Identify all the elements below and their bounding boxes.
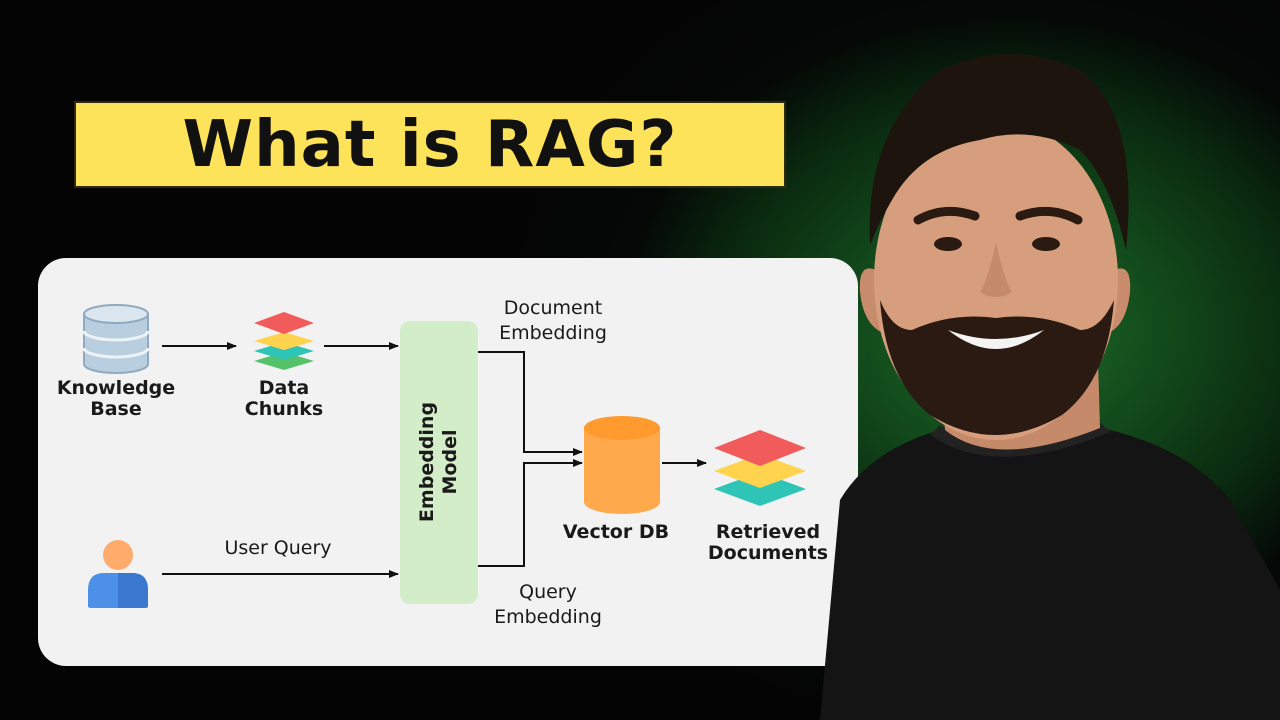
mouth [948,330,1044,349]
database-icon [82,304,150,374]
knowledge-base-label: Knowledge Base [56,377,176,420]
embedding-model-label: Embedding Model [416,401,461,523]
data-chunks-label: Data Chunks [244,377,324,420]
query-embedding-label: Query Embedding [494,581,602,628]
user-query-label: User Query [224,537,332,559]
arrow-query-embedding-to-vectordb [478,459,583,567]
left-eyebrow [913,206,980,225]
layers-icon [254,312,314,370]
arrow-doc-embedding-to-vectordb [478,351,583,456]
presenter-photo [820,54,1280,720]
vector-db-label: Vector DB [562,521,670,543]
title-banner: What is RAG? [74,101,786,188]
retrieved-documents-label: Retrieved Documents [707,521,829,564]
retrieved-documents-icon [714,430,806,506]
vector-db-icon [584,416,660,514]
title-text: What is RAG? [182,107,678,182]
hair [869,54,1129,250]
right-eyebrow [1015,206,1083,225]
beard [880,300,1114,435]
embedding-model-box [400,321,478,604]
user-icon [88,540,148,608]
collar [930,422,1110,457]
right-eye [1032,237,1060,251]
diagram-connectors [82,304,806,608]
nose [980,242,1012,297]
left-eye [934,237,962,251]
rag-diagram: Embedding Model Knowledge Base Data Chun… [38,258,858,666]
shirt [820,415,1280,720]
document-embedding-label: Document Embedding [499,297,607,344]
